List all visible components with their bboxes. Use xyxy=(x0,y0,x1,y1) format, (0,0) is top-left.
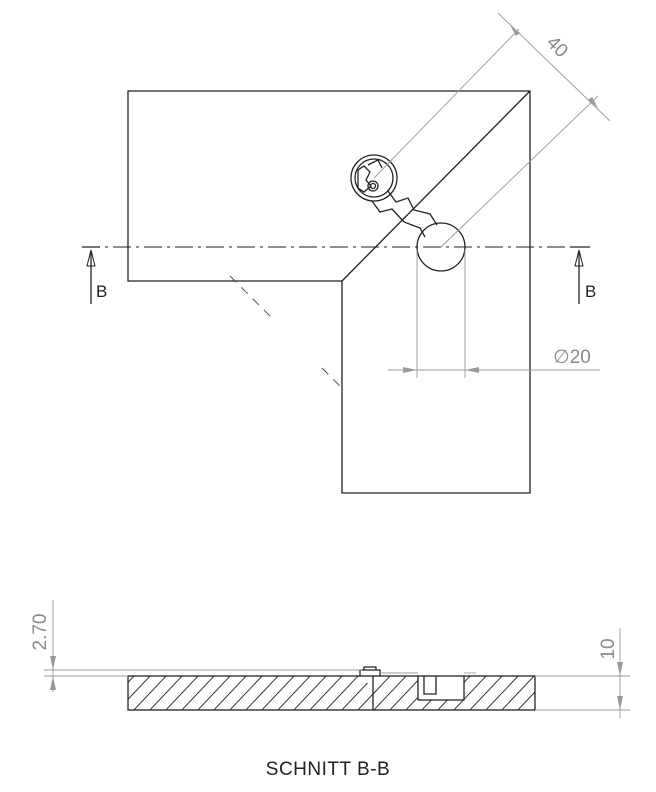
hatch-line xyxy=(517,691,535,710)
dimension-2-70: 2.70 xyxy=(30,600,362,692)
section-depth-value: 2.70 xyxy=(30,614,51,651)
pocket-fill xyxy=(418,676,464,700)
hatch-line xyxy=(453,676,487,710)
dowel-pocket xyxy=(417,676,465,701)
hatch-line xyxy=(357,676,391,710)
hatch-line xyxy=(165,676,199,710)
dimension-arrow xyxy=(50,656,56,670)
dimension-arrow xyxy=(588,97,598,108)
hatch-line xyxy=(373,676,407,710)
hatch-line xyxy=(533,708,535,710)
cam-hole-inner xyxy=(369,182,377,190)
hatch-line xyxy=(245,676,279,710)
hidden-edge-line xyxy=(321,367,343,389)
hatch-line xyxy=(181,676,215,710)
dimension-arrow xyxy=(403,367,417,373)
cam-fitting-top xyxy=(363,666,377,670)
cam-hole xyxy=(367,180,379,192)
hatch-line xyxy=(564,674,600,712)
hatch-line xyxy=(128,676,151,700)
hatch-line xyxy=(325,676,359,710)
section-marker-arrowhead xyxy=(86,249,96,267)
hatch-line xyxy=(548,674,584,712)
hatch-line xyxy=(293,676,327,710)
diameter-dimension-value: ∅20 xyxy=(553,347,591,368)
cam-connector xyxy=(350,154,398,202)
dimension-arrow xyxy=(617,696,623,710)
hatch-line xyxy=(197,676,231,710)
section-thickness-value: 10 xyxy=(598,638,619,659)
section-marker-label: B xyxy=(585,282,596,301)
dimension-arrow xyxy=(50,676,56,690)
hatch-line xyxy=(501,676,535,710)
section-outline xyxy=(127,675,536,711)
mitre-joint-line xyxy=(341,90,531,282)
dimension-arrow xyxy=(617,662,623,676)
connector-arm xyxy=(371,190,438,238)
hatch-line xyxy=(309,676,343,710)
section-view: 2.70 10 SCHNITT B-B xyxy=(30,600,630,780)
top-view: 40 ∅20 B B xyxy=(82,12,611,494)
extension-line xyxy=(440,95,599,248)
section-title: SCHNITT B-B xyxy=(266,759,390,780)
hatch-line xyxy=(277,676,311,710)
dimension-diameter-20: ∅20 xyxy=(388,250,600,378)
dowel-hole-circle xyxy=(416,222,466,272)
hatch-line xyxy=(149,676,183,710)
dimension-arrow xyxy=(465,367,479,373)
cam-disc xyxy=(350,154,398,202)
dimension-arrow xyxy=(510,25,520,36)
diameter-value: 20 xyxy=(570,347,591,368)
section-marker-label: B xyxy=(96,282,107,301)
hatch-line xyxy=(261,676,295,710)
dimension-10: 10 xyxy=(535,628,630,718)
hatch-line xyxy=(229,676,263,710)
cam-disc-inner xyxy=(354,158,394,198)
hatch-line xyxy=(469,676,503,710)
dowel-pocket-inner xyxy=(423,676,437,695)
diameter-symbol: ∅ xyxy=(553,347,570,368)
section-marker-right: B xyxy=(570,246,596,304)
hidden-edge-line xyxy=(229,275,273,319)
section-hatching xyxy=(128,674,600,712)
extension-line xyxy=(373,28,520,179)
section-marker-arrowhead xyxy=(574,249,584,267)
cam-mark xyxy=(367,159,383,169)
diagonal-dimension-value: 40 xyxy=(542,32,572,62)
cam-recess-fill xyxy=(366,676,378,683)
hatch-line xyxy=(128,676,135,684)
hatch-line xyxy=(133,676,167,710)
hatch-line xyxy=(485,676,519,710)
hatch-line xyxy=(213,676,247,710)
cam-fitting-section xyxy=(359,669,381,676)
section-marker-left: B xyxy=(82,246,107,304)
